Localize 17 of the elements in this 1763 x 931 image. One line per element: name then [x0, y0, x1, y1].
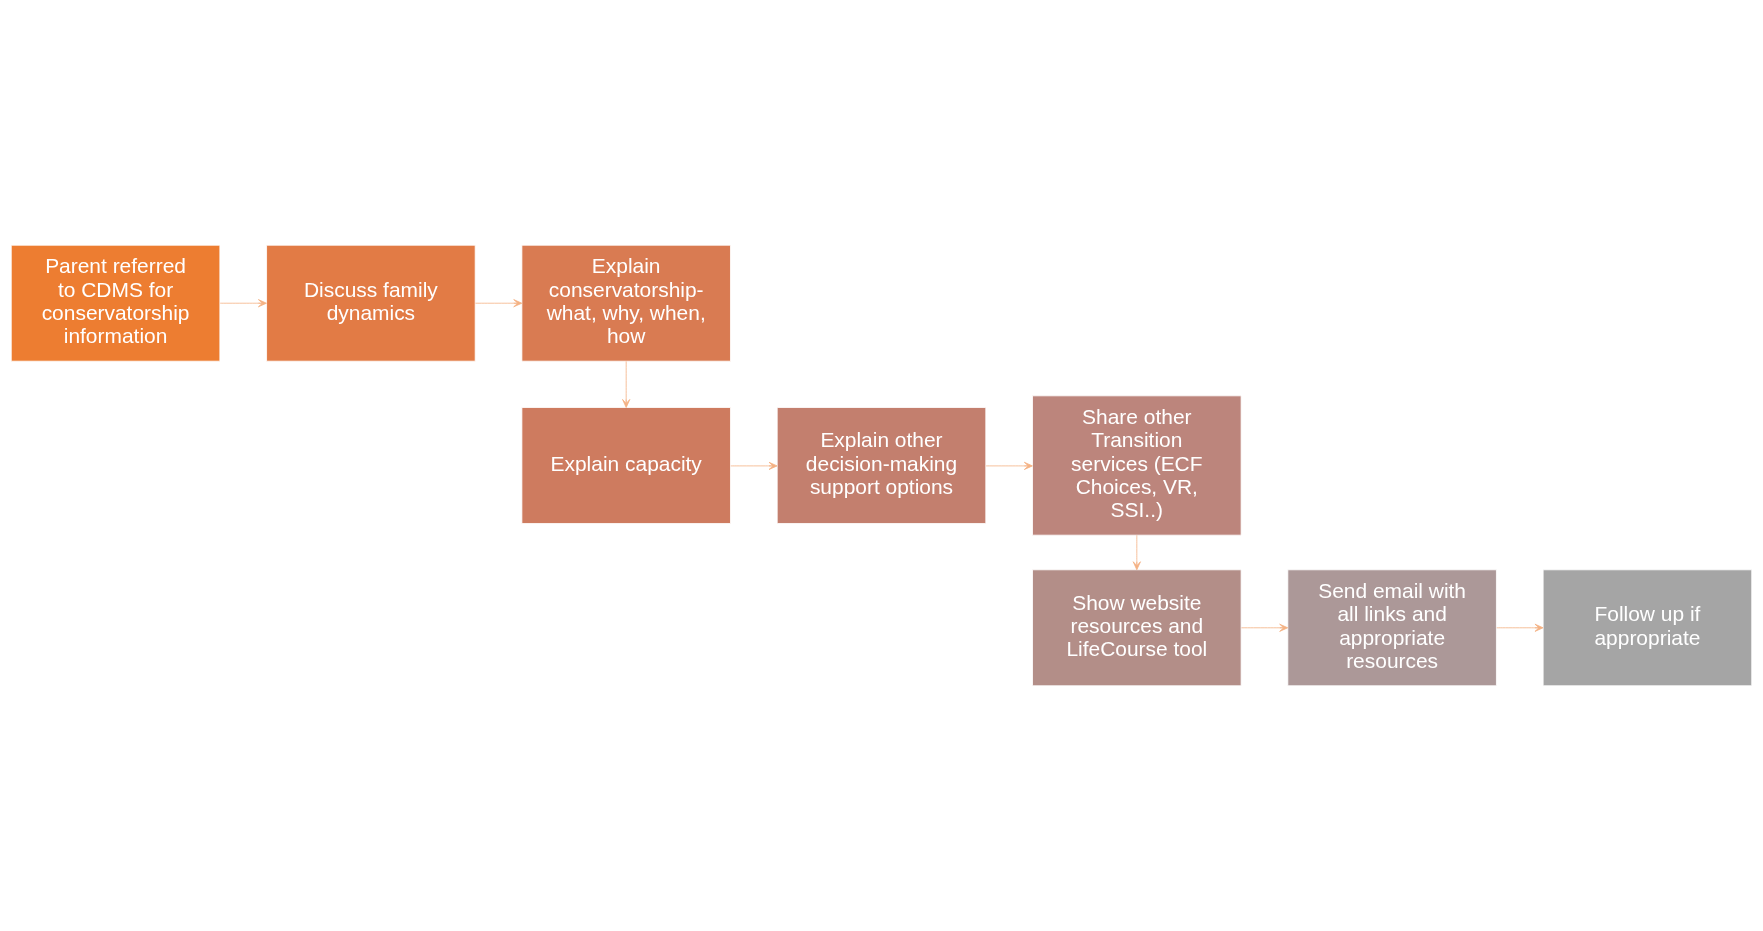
node-box: Send email with all links and appropriate resources — [1287, 569, 1497, 687]
node-box: Explain capacity — [521, 407, 731, 524]
arrow — [622, 360, 631, 408]
node-box: Follow up if appropriate — [1542, 569, 1753, 687]
arrow — [219, 299, 267, 308]
arrow — [985, 461, 1033, 470]
arrow — [730, 461, 778, 470]
arrow — [475, 299, 523, 308]
node-box: Explain conservatorship- what, why, when, how — [521, 244, 731, 362]
node-box: Show website resources and LifeCourse tool — [1032, 569, 1242, 687]
arrow — [1132, 534, 1141, 571]
node-box: Discuss family dynamics — [266, 244, 476, 362]
node-box: Explain other decision-making support options — [776, 407, 987, 524]
node-box: Share other Transition services (ECF Choices, VR, SSI..) — [1032, 395, 1242, 536]
arrow — [1241, 623, 1289, 632]
node-box: Parent referred to CDMS for conservatorship information — [10, 244, 221, 362]
arrow — [1496, 623, 1544, 632]
